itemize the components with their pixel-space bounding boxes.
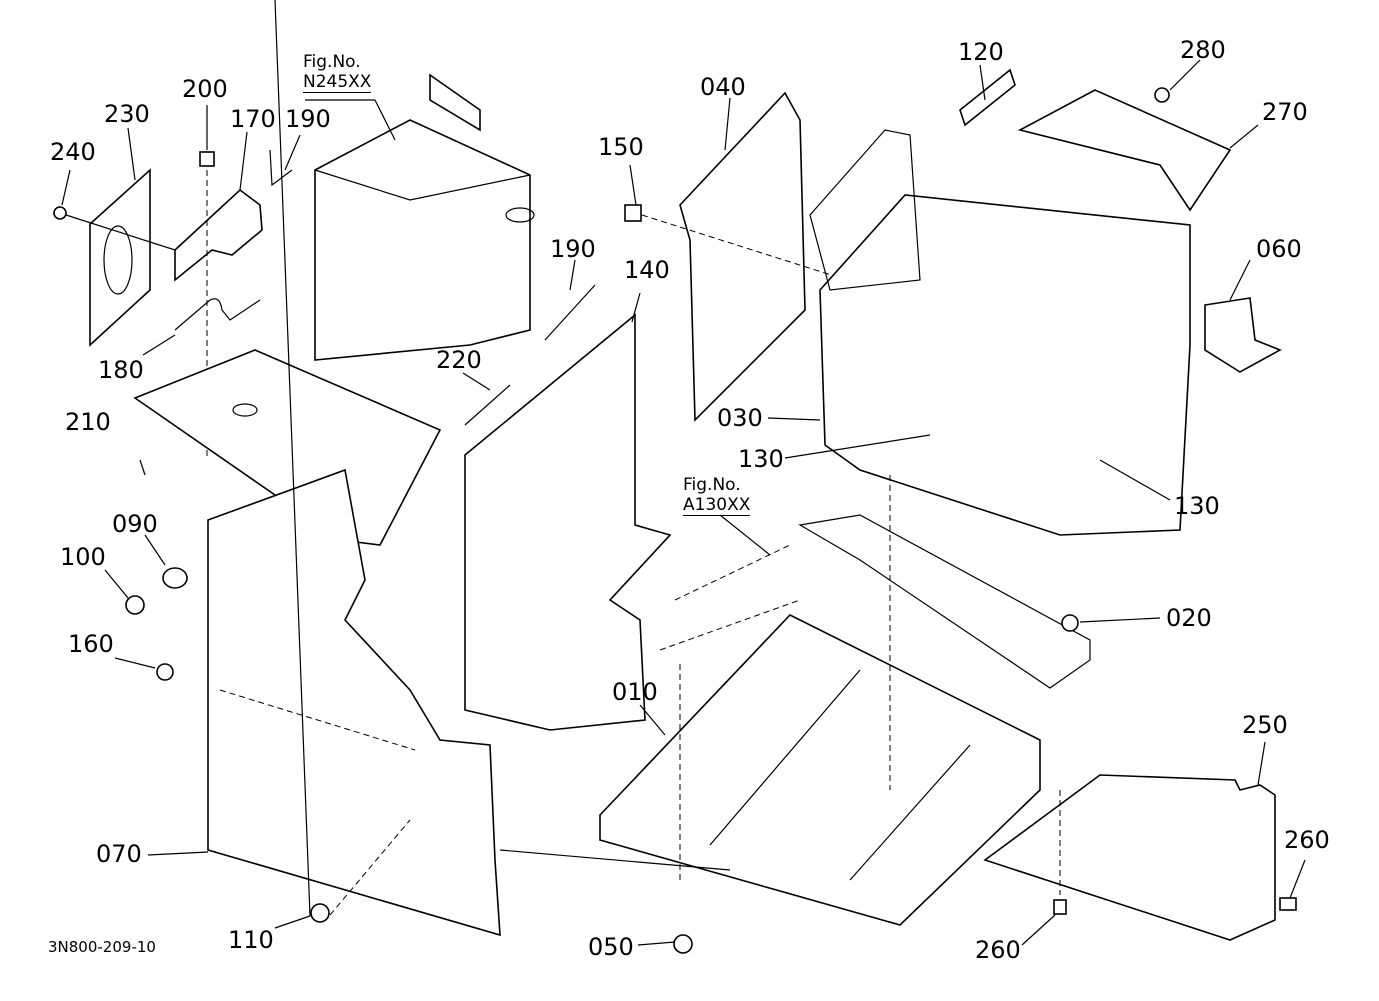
- part-150-bolt: [624, 204, 642, 222]
- part-label-280: 280: [1180, 36, 1226, 64]
- part-label-170: 170: [230, 105, 276, 133]
- part-label-270: 270: [1262, 98, 1308, 126]
- part-label-020: 020: [1166, 604, 1212, 632]
- part-label-110: 110: [228, 926, 274, 954]
- part-label-150: 150: [598, 133, 644, 161]
- part-label-030: 030: [717, 404, 763, 432]
- part-180-rubber: [174, 298, 261, 331]
- part-label-190: 190: [550, 235, 596, 263]
- part-200-bolt: [199, 151, 215, 167]
- drawing-code: 3N800-209-10: [48, 938, 156, 956]
- part-110-bolt: [310, 903, 330, 923]
- part-170-bracket: [174, 188, 263, 282]
- part-040-panel: [679, 91, 806, 422]
- part-label-250: 250: [1242, 711, 1288, 739]
- part-label-200: 200: [182, 75, 228, 103]
- figure-reference-a130xx: Fig.No. A130XX: [683, 475, 751, 516]
- part-label-140: 140: [624, 256, 670, 284]
- part-label-090: 090: [112, 510, 158, 538]
- part-120-strip: [959, 68, 1016, 127]
- part-label-100: 100: [60, 543, 106, 571]
- part-270-cover: [1017, 89, 1232, 212]
- part-label-060: 060: [1256, 235, 1302, 263]
- part-280-bolt: [1154, 87, 1170, 103]
- part-220-strip: [464, 384, 511, 426]
- part-010-tray: [599, 614, 1041, 926]
- part-label-070: 070: [96, 840, 142, 868]
- figure-reference-n245xx: Fig.No. N245XX: [303, 52, 372, 93]
- part-100-nut: [125, 595, 145, 615]
- part-label-220: 220: [436, 346, 482, 374]
- part-260-bolt-right: [1279, 897, 1297, 911]
- part-190-strip-right: [544, 284, 596, 341]
- figure-reference-number: N245XX: [303, 72, 372, 93]
- part-240-pin: [53, 206, 67, 220]
- part-label-190: 190: [285, 105, 331, 133]
- ref-n245xx-body: [314, 119, 531, 361]
- part-020-nut: [1061, 614, 1079, 632]
- part-label-260: 260: [975, 936, 1021, 964]
- part-label-180: 180: [98, 356, 144, 384]
- part-050-nut: [673, 934, 693, 954]
- part-label-260: 260: [1284, 826, 1330, 854]
- part-250-bracket: [983, 774, 1276, 941]
- part-label-130: 130: [738, 445, 784, 473]
- part-160-bolt: [156, 663, 174, 681]
- part-190-strip-left: [269, 149, 293, 187]
- part-label-230: 230: [104, 100, 150, 128]
- part-070-panel: [207, 468, 501, 937]
- part-230-hole: [103, 225, 133, 295]
- part-label-040: 040: [700, 73, 746, 101]
- part-label-160: 160: [68, 630, 114, 658]
- part-140-panel: [464, 313, 672, 731]
- part-090-washer: [162, 567, 188, 589]
- figure-reference-number: A130XX: [683, 495, 751, 516]
- part-label-050: 050: [588, 933, 634, 961]
- part-label-210: 210: [65, 408, 111, 436]
- part-060-bracket: [1204, 297, 1282, 373]
- part-030-box: [819, 194, 1191, 536]
- part-label-120: 120: [958, 38, 1004, 66]
- part-260-bolt-bottom: [1053, 899, 1067, 915]
- part-label-010: 010: [612, 678, 658, 706]
- leader-lines: [61, 0, 1306, 946]
- ref-a130xx-frame: [798, 514, 1091, 689]
- part-label-130: 130: [1174, 492, 1220, 520]
- figure-reference-label: Fig.No.: [303, 52, 361, 72]
- part-label-240: 240: [50, 138, 96, 166]
- figure-reference-label: Fig.No.: [683, 475, 741, 495]
- part-230-plate: [89, 168, 151, 347]
